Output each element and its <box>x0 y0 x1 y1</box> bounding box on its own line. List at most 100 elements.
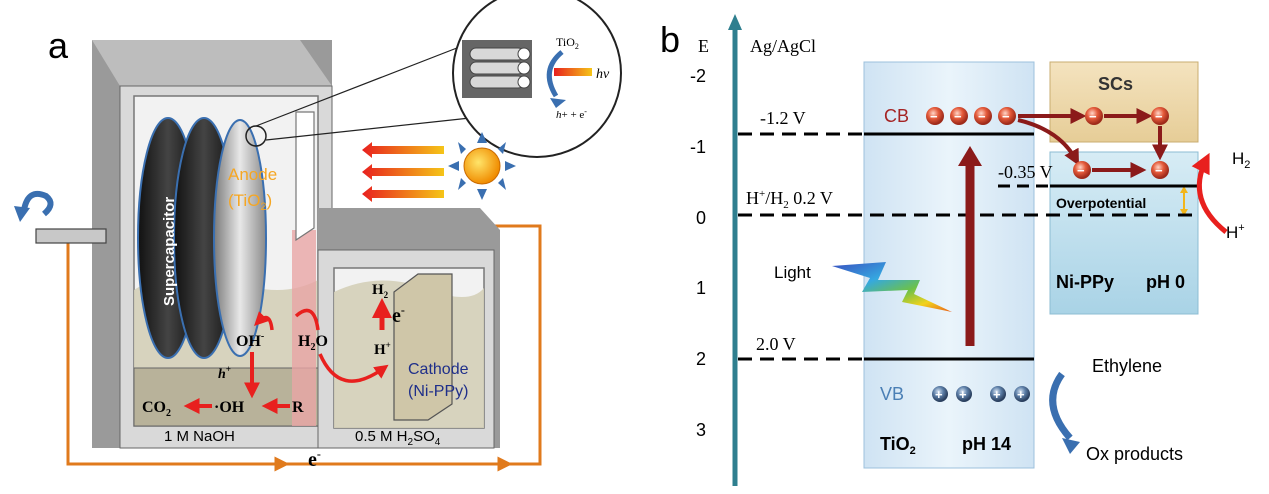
rotation-arrow-icon <box>21 190 54 217</box>
co2-label: CO2 <box>142 399 171 419</box>
tick-label: 0 <box>696 208 706 228</box>
nippy-electron-sign: − <box>1155 163 1163 178</box>
cb-to-nippy-arrow <box>1017 118 1080 166</box>
tick-label: 3 <box>696 420 706 440</box>
oh-radical-label: ·OH <box>214 399 245 416</box>
scs-electron-sign: − <box>1155 109 1163 124</box>
hole <box>1014 386 1030 402</box>
ph0-label: pH 0 <box>1146 272 1185 292</box>
scs-electron <box>1085 107 1103 125</box>
cb-level-label: -1.2 V <box>760 108 806 128</box>
nippy-electron-sign: − <box>1077 163 1085 178</box>
tick-label: -1 <box>690 137 706 157</box>
vb-label: VB <box>880 384 904 404</box>
ethylene-oxidation-curve <box>1049 371 1073 441</box>
scs-electron <box>1151 107 1169 125</box>
electron-label-cathode: e- <box>392 303 405 327</box>
inset-curve-arrowhead <box>550 98 566 108</box>
hole <box>932 386 948 402</box>
anode-label-line1: Anode <box>228 165 277 184</box>
electron <box>926 107 944 125</box>
naoh-label: 1 M NaOH <box>164 428 235 445</box>
cb-label: CB <box>884 106 909 126</box>
inset-line-1 <box>255 45 463 127</box>
vb-level-label: 2.0 V <box>756 334 796 354</box>
tio2-label: TiO2 <box>880 434 916 457</box>
glass-window <box>295 111 315 242</box>
energy-axis-arrowhead <box>728 14 742 30</box>
hplus-to-h2-curve <box>1191 152 1228 234</box>
electron-sign: − <box>954 109 962 124</box>
hole <box>956 386 972 402</box>
membrane <box>292 230 316 426</box>
ethylene-oxidation-arrowhead <box>1062 438 1080 454</box>
light-label: Light <box>774 263 811 282</box>
tick-label: 1 <box>696 278 706 298</box>
h2so4-label: 0.5 M H2SO4 <box>355 428 441 448</box>
electron-label-bottom: e- <box>308 447 321 471</box>
overpotential-arrowhead-down <box>1180 209 1188 216</box>
hole-sign: + <box>935 387 943 402</box>
hole-sign: + <box>1017 387 1025 402</box>
hydrogen-level-label: H+/H2 0.2 V <box>746 188 833 211</box>
electron-sign: − <box>978 109 986 124</box>
electron-sign: − <box>1002 109 1010 124</box>
ethylene-label: Ethylene <box>1092 356 1162 376</box>
axis-title: E <box>698 36 709 56</box>
rotation-axle <box>35 228 107 244</box>
anode-label-line2: (TiO2) <box>228 191 272 213</box>
hplus-out-label: H+ <box>1226 222 1245 242</box>
panel-b: b E Ag/AgCl -2 -1 0 1 2 3 SCs Overpotent… <box>660 14 1250 486</box>
nanotube-bundle <box>462 40 532 98</box>
light-bolt-icon <box>832 262 952 312</box>
electron <box>974 107 992 125</box>
panel-a-label: a <box>48 25 69 66</box>
scs-box <box>1049 61 1199 143</box>
nippy-box <box>1049 151 1199 315</box>
inset-tio2-label: TiO2 <box>556 35 579 51</box>
sun-icon <box>448 132 516 200</box>
hole <box>990 386 1006 402</box>
panel-a: a Supercapacitor Anode (TiO2) <box>14 0 622 472</box>
ph14-label: pH 14 <box>962 434 1011 454</box>
cathode-label-line2: (Ni-PPy) <box>408 383 468 400</box>
nippy-electron <box>1073 161 1091 179</box>
anode-cell-top <box>92 40 332 86</box>
anode-disc <box>213 119 267 357</box>
hole-sign: + <box>993 387 1001 402</box>
hole-label-a: h+ <box>218 364 231 382</box>
anode-electrolyte-bottom <box>133 367 319 427</box>
overpotential-arrowhead-up <box>1180 186 1188 193</box>
inset-circle <box>452 0 622 158</box>
axis-ticks: -2 -1 0 1 2 3 <box>690 66 706 440</box>
tick-label: 2 <box>696 349 706 369</box>
oh-minus-label: OH- <box>236 331 264 350</box>
nippy-label: Ni-PPy <box>1056 272 1114 292</box>
h2-out-label: H2 <box>1232 149 1250 171</box>
nippy-level-label: -0.35 V <box>998 162 1053 182</box>
incoming-light-arrows <box>362 142 444 202</box>
panel-b-label: b <box>660 19 680 60</box>
electron <box>950 107 968 125</box>
ox-products-label: Ox products <box>1086 444 1183 464</box>
h2o-label: H2O <box>298 333 328 353</box>
cathode-plate <box>393 273 453 421</box>
oh-to-anode-arrow <box>254 311 274 331</box>
h2o-to-oh-arc <box>294 308 320 331</box>
supercapacitor-label: Supercapacitor <box>161 197 178 306</box>
cathode-label-line1: Cathode <box>408 361 469 378</box>
scs-electron-sign: − <box>1089 109 1097 124</box>
tio2-band-box <box>863 61 1035 469</box>
electron-sign: − <box>930 109 938 124</box>
inset-hole-electron-label: h+ + e- <box>556 107 587 121</box>
hplus-label-a: H+ <box>374 340 391 358</box>
tick-label: -2 <box>690 66 706 86</box>
overpotential-label: Overpotential <box>1056 195 1146 211</box>
scs-label: SCs <box>1098 74 1133 94</box>
inset-line-2 <box>265 117 471 141</box>
inset-light-arrow <box>554 68 592 76</box>
r-label: R <box>292 399 304 416</box>
vb-holes: + + + + <box>932 386 1030 402</box>
h2-label-a: H2 <box>372 282 389 300</box>
